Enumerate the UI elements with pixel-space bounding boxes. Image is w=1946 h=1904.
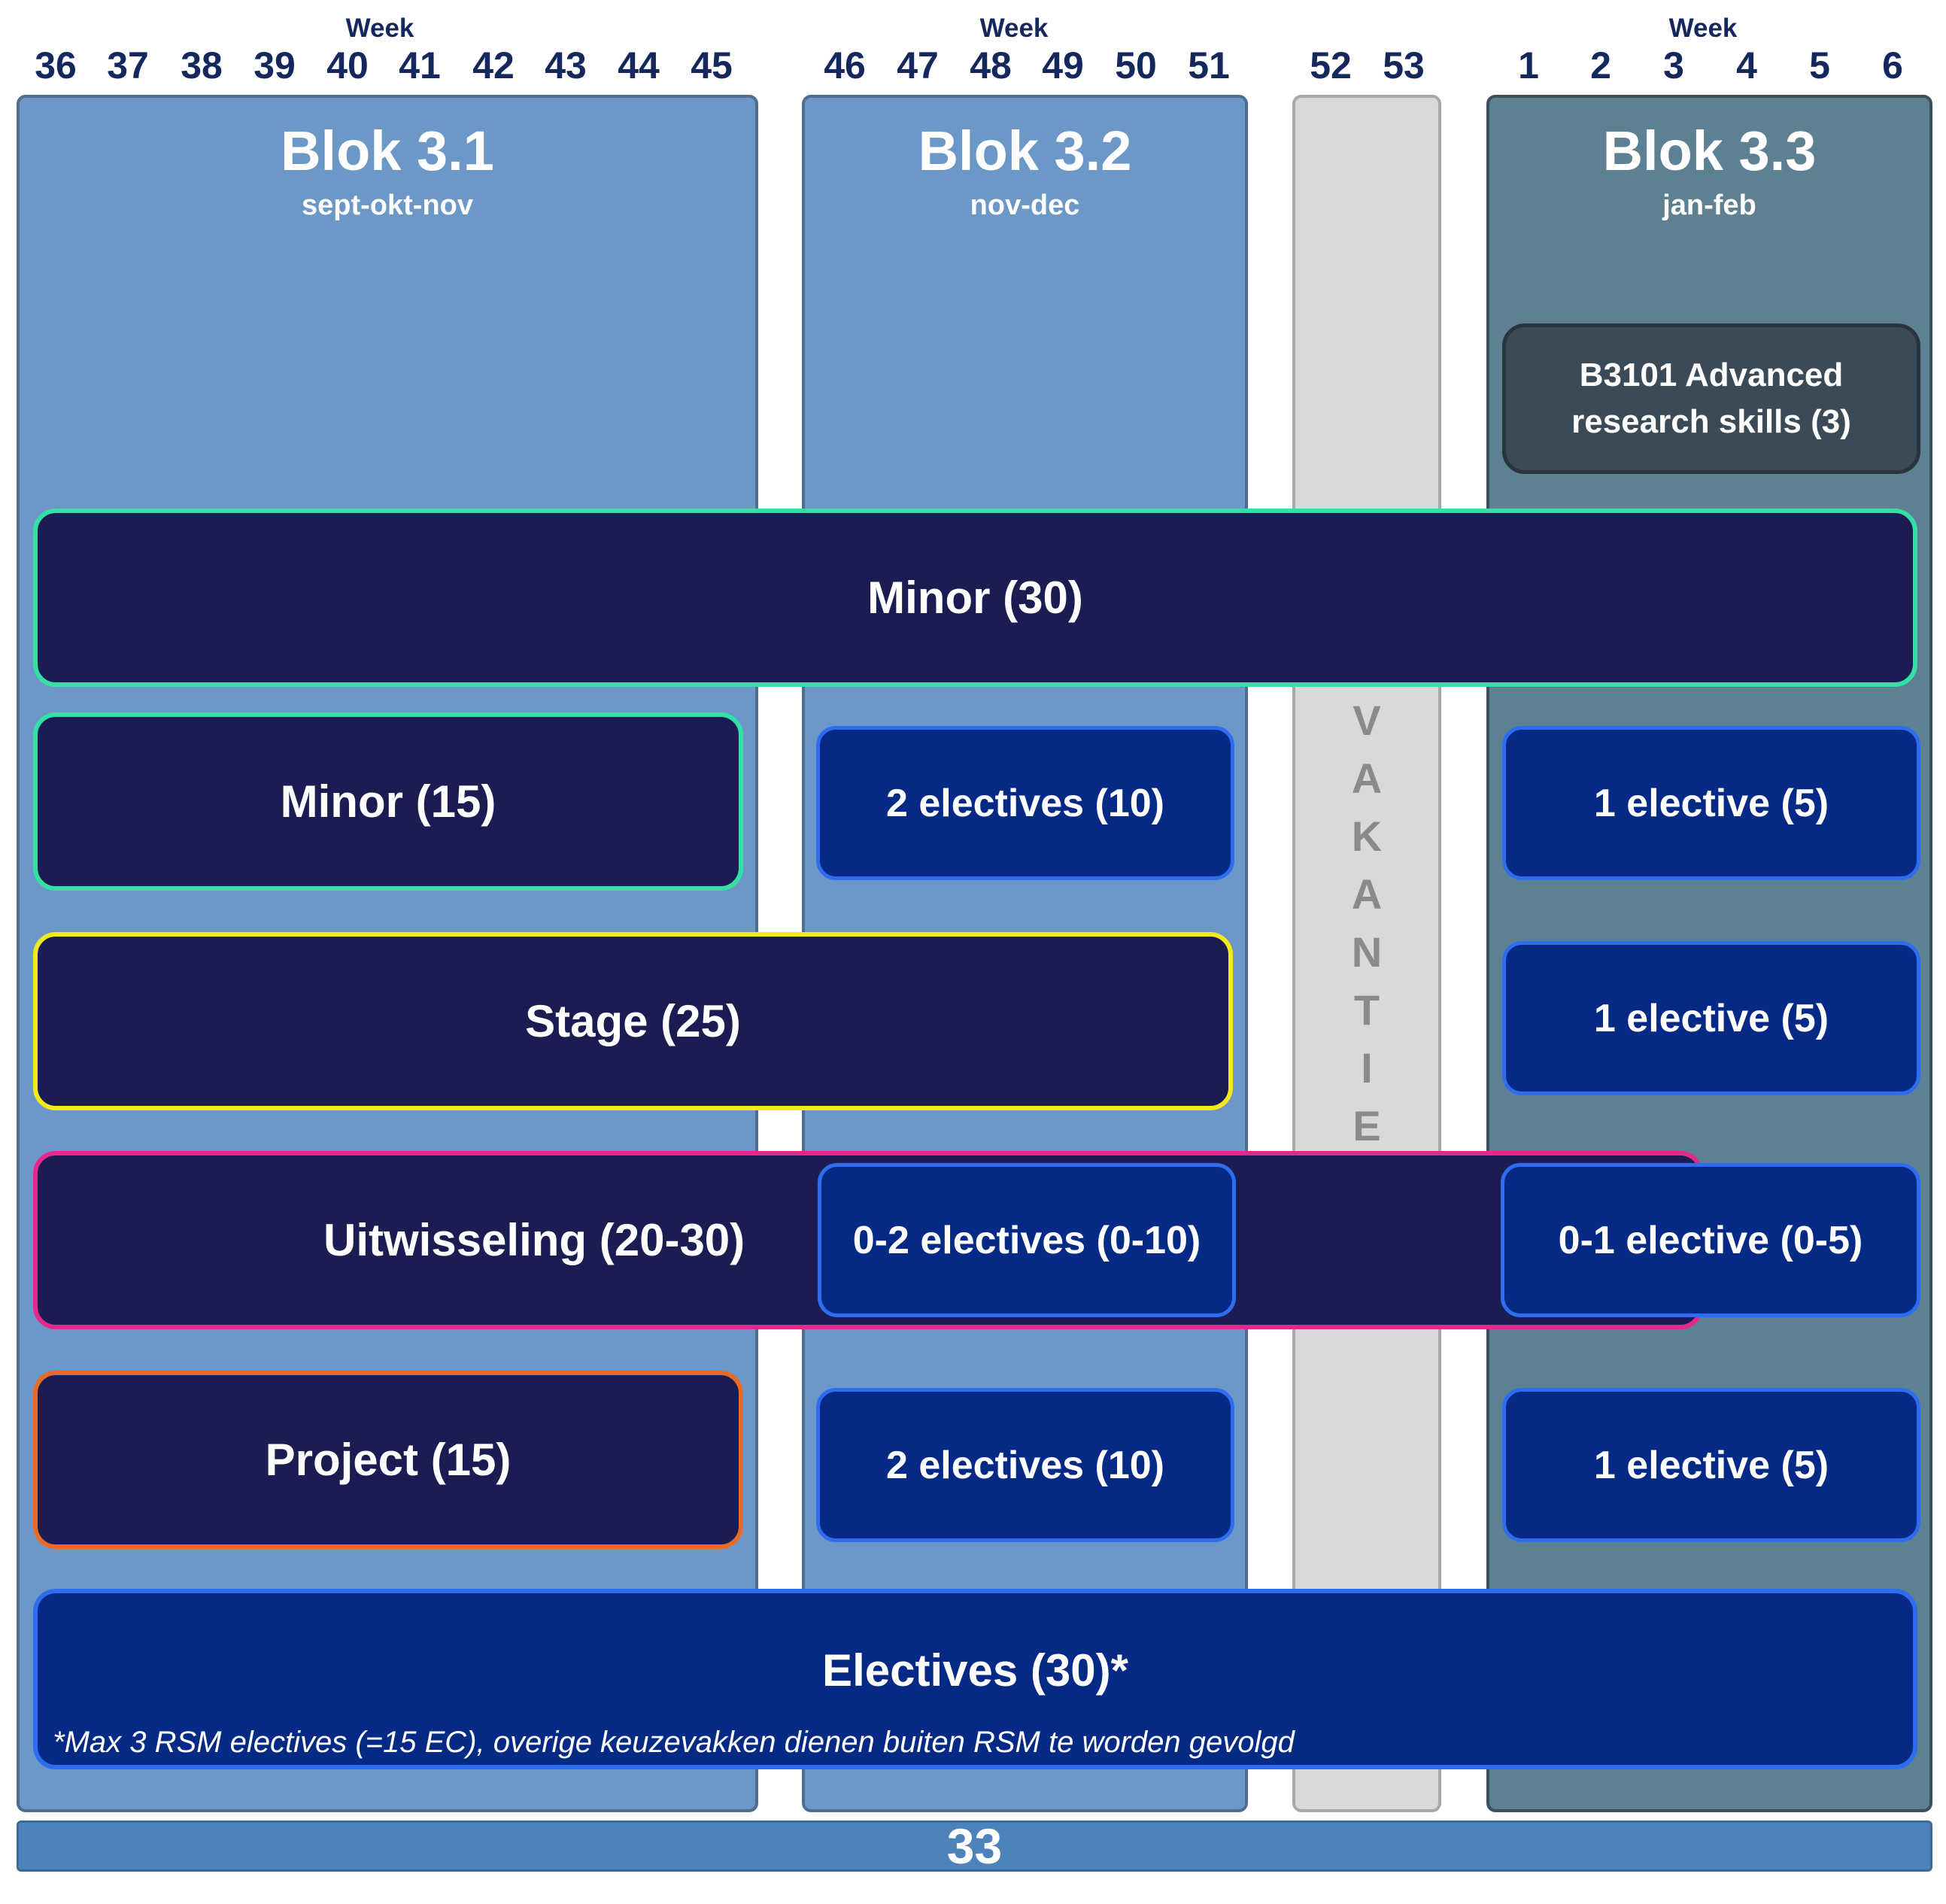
course-advanced-line1: B3101 Advanced — [1579, 357, 1844, 393]
week-number: 48 — [970, 44, 1012, 87]
week-number: 4 — [1736, 44, 1757, 87]
week-number: 46 — [824, 44, 866, 87]
week-number: 38 — [181, 44, 223, 87]
electives-block-3-2-row-3: 0-2 electives (0-10) — [818, 1163, 1236, 1317]
option-project: Project (15) — [33, 1371, 743, 1549]
block-3-1-title: Blok 3.1 — [281, 120, 494, 182]
vakantie-letter: A — [1351, 755, 1383, 802]
week-number: 52 — [1310, 44, 1352, 87]
vakantie-letter: E — [1352, 1102, 1381, 1149]
elective-block-3-3-row-4: 1 elective (5) — [1502, 1388, 1920, 1542]
week-number: 41 — [399, 44, 441, 87]
electives-block-3-2-row-1: 2 electives (10) — [816, 726, 1234, 880]
vakantie-letter: T — [1353, 986, 1380, 1034]
week-number: 53 — [1383, 44, 1425, 87]
electives-30-title: Electives (30)* — [822, 1645, 1128, 1696]
block-3-2-subtitle: nov-dec — [970, 190, 1080, 221]
vakantie-letter: A — [1351, 870, 1383, 918]
elective-block-3-3-row-3: 0-1 elective (0-5) — [1501, 1163, 1920, 1317]
course-advanced-line2: research skills (3) — [1571, 403, 1851, 440]
week-label-33: Week — [1668, 14, 1738, 43]
week-number: 45 — [691, 44, 733, 87]
option-minor-30: Minor (30) — [33, 509, 1917, 687]
week-number: 5 — [1809, 44, 1830, 87]
week-number: 50 — [1115, 44, 1157, 87]
week-number: 36 — [35, 44, 77, 87]
vakantie-letter: I — [1361, 1044, 1373, 1092]
week-number: 42 — [472, 44, 515, 87]
week-number: 40 — [326, 44, 369, 87]
week-number: 44 — [618, 44, 660, 87]
electives-block-3-2-row-4: 2 electives (10) — [816, 1388, 1234, 1542]
footer-bar: 33 — [17, 1818, 1932, 1874]
week-number: 6 — [1882, 44, 1903, 87]
week-label-32: Week — [979, 14, 1049, 43]
block-3-2-title: Blok 3.2 — [918, 120, 1132, 182]
option-minor-15: Minor (15) — [33, 712, 743, 891]
week-number: 51 — [1188, 44, 1230, 87]
week-number: 49 — [1042, 44, 1084, 87]
week-number: 39 — [253, 44, 296, 87]
vakantie-letter: K — [1351, 812, 1383, 860]
week-number: 2 — [1590, 44, 1611, 87]
footer-number: 33 — [946, 1818, 1003, 1874]
week-number: 37 — [107, 44, 149, 87]
elective-block-3-3-row-2: 1 elective (5) — [1502, 941, 1920, 1095]
vakantie-letter: V — [1352, 697, 1381, 744]
week-number: 47 — [897, 44, 939, 87]
course-advanced-research-skills: B3101 Advanced research skills (3) — [1502, 323, 1920, 474]
elective-block-3-3-row-1: 1 elective (5) — [1502, 726, 1920, 880]
week-number: 3 — [1663, 44, 1684, 87]
vakantie-letter: N — [1351, 928, 1383, 976]
option-electives-30: Electives (30)* *Max 3 RSM electives (=1… — [33, 1589, 1917, 1769]
block-3-3-subtitle: jan-feb — [1662, 190, 1756, 221]
option-stage: Stage (25) — [33, 932, 1233, 1110]
block-3-1-subtitle: sept-okt-nov — [302, 190, 473, 221]
block-3-3-title: Blok 3.3 — [1602, 120, 1817, 182]
vakantie-column — [1292, 95, 1441, 1812]
week-number: 1 — [1518, 44, 1539, 87]
week-label-31: Week — [345, 14, 414, 43]
electives-footnote: *Max 3 RSM electives (=15 EC), overige k… — [53, 1726, 1295, 1759]
week-number: 43 — [545, 44, 587, 87]
